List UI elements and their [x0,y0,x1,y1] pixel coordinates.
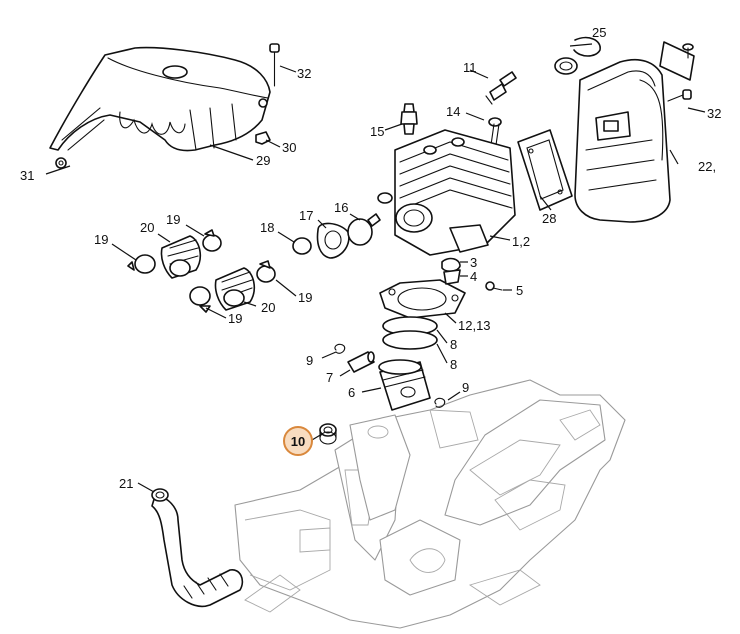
cylinder-1-2 [377,129,516,256]
ring-18 [292,237,312,255]
muffler-22 [574,58,671,223]
clamp-19a [202,229,222,252]
callout-19-upper-left: 19 [94,232,108,247]
callout-10-highlighted[interactable]: 10 [283,426,313,456]
callout-10: 10 [291,434,305,449]
callout-5: 5 [516,283,523,298]
circlip-9b [434,397,446,408]
muffler-clamp [554,36,601,75]
callout-9a: 9 [306,353,313,368]
callout-9b: 9 [462,380,469,395]
callout-30: 30 [282,140,296,155]
screw-32-right [667,89,692,102]
flange-17 [316,222,350,259]
screw-5 [485,281,503,291]
callout-28: 28 [542,211,556,226]
callout-17: 17 [299,208,313,223]
callout-12-13: 12,13 [458,318,491,333]
hose-21 [151,488,244,607]
spark-plug-15 [400,103,418,135]
clamp-19c [256,260,276,283]
callout-22: 22, [698,159,716,174]
callout-32-left: 32 [297,66,311,81]
leader-lines [45,43,706,493]
callout-20-lower: 20 [261,300,275,315]
callout-labels: 32 31 30 29 11 14 15 25 28 32 22, 1,2 3 … [20,25,721,491]
callout-3: 3 [470,255,477,270]
callout-25: 25 [592,25,606,40]
gasket-28 [517,129,573,211]
plug-4 [443,269,461,285]
clamp-16 [347,213,381,246]
callout-1-2: 1,2 [512,234,530,249]
callout-31: 31 [20,168,34,183]
connecting-rod-ghost [349,414,411,521]
callout-19-upper-right: 19 [166,212,180,227]
piston-6 [378,359,431,411]
sensor-11 [485,71,517,105]
crankcase-ghost [234,379,626,629]
washer-3 [441,257,461,272]
intake-boot-20-lower [214,267,256,311]
callout-20-upper: 20 [140,220,154,235]
callout-7: 7 [326,370,333,385]
callout-15: 15 [370,124,384,139]
callout-11: 11 [463,60,477,75]
shroud-part-29 [49,46,271,152]
callout-16: 16 [334,200,348,215]
clamp-19b [127,254,156,274]
callout-18: 18 [260,220,274,235]
gasket-12-13 [379,279,466,319]
screw-32-left [269,43,280,87]
needle-cage-10 [319,423,337,445]
callout-8a: 8 [450,337,457,352]
callout-4: 4 [470,269,477,284]
highlight-circle [283,426,313,456]
callout-8b: 8 [450,357,457,372]
circlip-9a [334,343,346,354]
callout-19-lower-left: 19 [228,311,242,326]
piston-pin-7 [347,351,375,373]
piston-ring-8b [382,330,438,350]
callout-6: 6 [348,385,355,400]
intake-boot-20-upper [160,235,202,279]
callout-29: 29 [256,153,270,168]
callout-32-right: 32 [707,106,721,121]
plate-25 [659,41,695,81]
callout-21: 21 [119,476,133,491]
callout-19-lower-right: 19 [298,290,312,305]
callout-14: 14 [446,104,460,119]
nut-30 [255,131,271,145]
nut-31 [55,157,67,169]
